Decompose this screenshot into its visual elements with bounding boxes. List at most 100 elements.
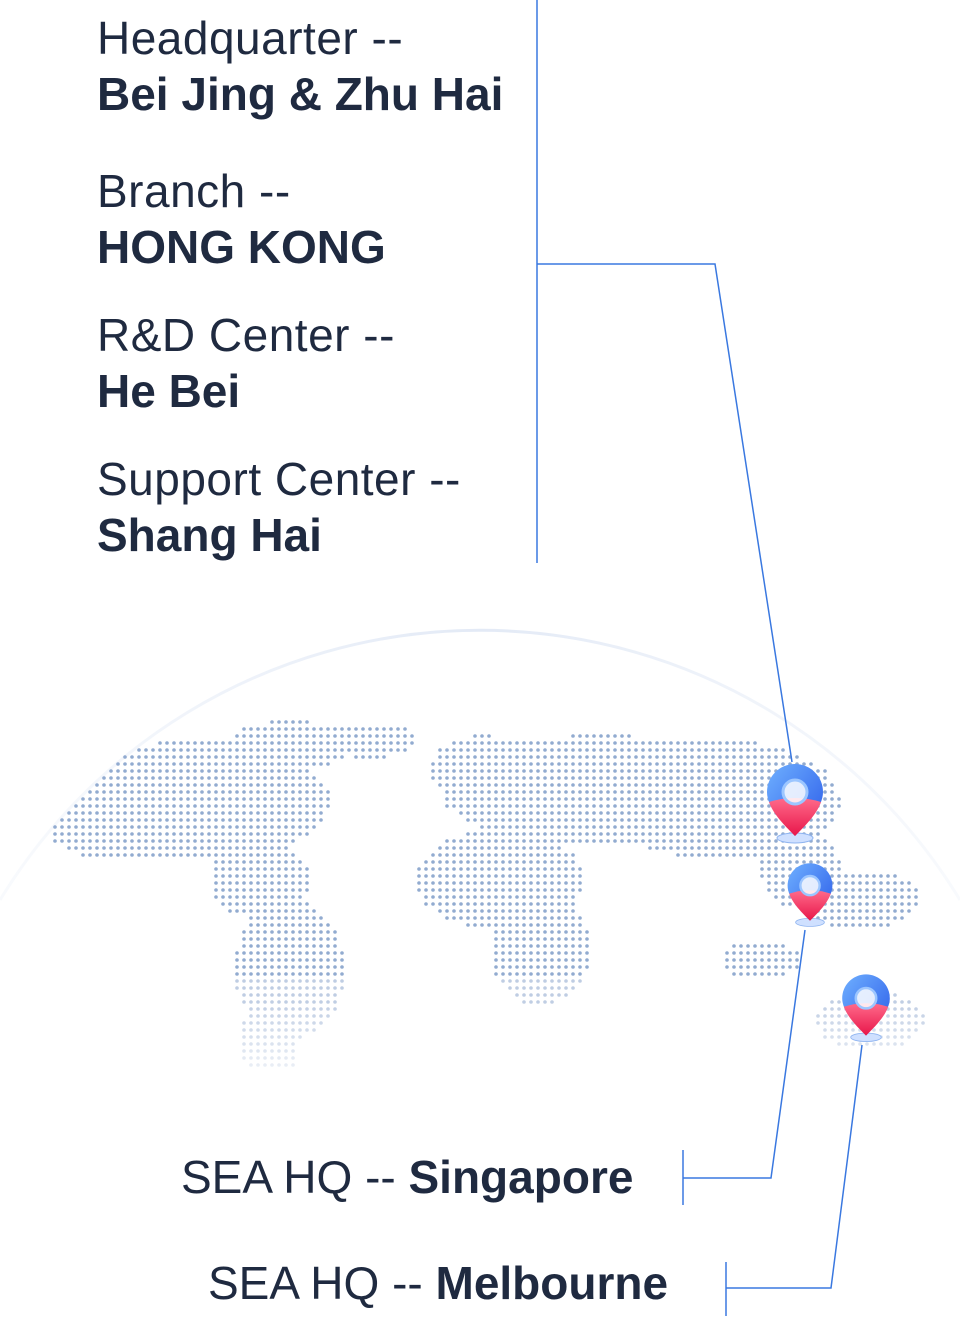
map-dot: [543, 958, 547, 962]
map-dot: [690, 783, 694, 787]
map-dot: [529, 797, 533, 801]
map-dot: [830, 811, 834, 815]
map-dot: [515, 909, 519, 913]
map-dot: [445, 874, 449, 878]
map-dot: [67, 825, 71, 829]
map-dot: [319, 916, 323, 920]
map-dot: [431, 881, 435, 885]
map-dot: [781, 958, 785, 962]
map-dot: [508, 762, 512, 766]
map-dot: [256, 902, 260, 906]
map-dot: [95, 811, 99, 815]
map-dot: [767, 867, 771, 871]
map-dot: [704, 762, 708, 766]
map-dot: [571, 741, 575, 745]
map-dot: [396, 748, 400, 752]
map-dot: [298, 972, 302, 976]
map-dot: [522, 874, 526, 878]
map-dot: [487, 860, 491, 864]
map-dot: [466, 783, 470, 787]
map-dot: [494, 846, 498, 850]
map-dot: [270, 895, 274, 899]
map-dot: [172, 853, 176, 857]
map-dot: [823, 804, 827, 808]
map-dot: [704, 748, 708, 752]
map-dot: [277, 888, 281, 892]
map-dot: [249, 902, 253, 906]
map-dot: [172, 846, 176, 850]
map-dot: [270, 909, 274, 913]
map-dot: [221, 832, 225, 836]
map-dot: [487, 748, 491, 752]
map-dot: [179, 797, 183, 801]
map-dot: [543, 874, 547, 878]
map-dot: [158, 853, 162, 857]
map-dot: [564, 958, 568, 962]
map-dot: [501, 965, 505, 969]
map-dot: [515, 811, 519, 815]
map-dot: [130, 818, 134, 822]
map-dot: [74, 839, 78, 843]
map-dot: [571, 769, 575, 773]
map-dot: [179, 839, 183, 843]
map-dot: [718, 853, 722, 857]
map-dot: [445, 881, 449, 885]
map-dot: [186, 741, 190, 745]
map-dot: [774, 944, 778, 948]
map-dot: [564, 972, 568, 976]
map-dot: [284, 986, 288, 990]
map-dot: [676, 762, 680, 766]
map-dot: [249, 923, 253, 927]
map-dot: [165, 825, 169, 829]
map-dot: [445, 776, 449, 780]
map-dot: [571, 972, 575, 976]
map-dot: [543, 916, 547, 920]
map-dot: [424, 902, 428, 906]
map-dot: [473, 902, 477, 906]
map-dot: [907, 902, 911, 906]
map-dot: [641, 832, 645, 836]
map-dot: [557, 937, 561, 941]
map-dot: [508, 916, 512, 920]
map-dot: [655, 804, 659, 808]
map-dot: [669, 748, 673, 752]
map-dot: [102, 839, 106, 843]
map-dot: [697, 825, 701, 829]
map-dot: [172, 769, 176, 773]
map-dot: [746, 972, 750, 976]
map-dot: [550, 825, 554, 829]
map-dot: [620, 755, 624, 759]
map-dot: [536, 874, 540, 878]
map-dot: [494, 895, 498, 899]
map-dot: [263, 972, 267, 976]
map-dot: [333, 979, 337, 983]
map-dot: [914, 895, 918, 899]
map-dot: [424, 881, 428, 885]
map-dot: [95, 853, 99, 857]
map-dot: [473, 895, 477, 899]
map-dot: [711, 839, 715, 843]
map-dot: [536, 923, 540, 927]
map-dot: [529, 783, 533, 787]
map-dot: [564, 776, 568, 780]
map-dot: [466, 748, 470, 752]
map-dot: [214, 860, 218, 864]
map-dot: [305, 762, 309, 766]
map-dot: [319, 783, 323, 787]
map-dot: [858, 909, 862, 913]
map-dot: [746, 755, 750, 759]
map-dot: [326, 993, 330, 997]
map-dot: [662, 741, 666, 745]
map-dot: [193, 804, 197, 808]
map-dot: [312, 762, 316, 766]
map-dot: [536, 902, 540, 906]
map-dot: [774, 951, 778, 955]
map-dot: [193, 769, 197, 773]
map-dot: [116, 811, 120, 815]
map-dot: [326, 979, 330, 983]
map-dot: [767, 818, 771, 822]
map-dot: [242, 902, 246, 906]
map-dot: [564, 867, 568, 871]
map-dot: [543, 804, 547, 808]
map-dot: [277, 930, 281, 934]
